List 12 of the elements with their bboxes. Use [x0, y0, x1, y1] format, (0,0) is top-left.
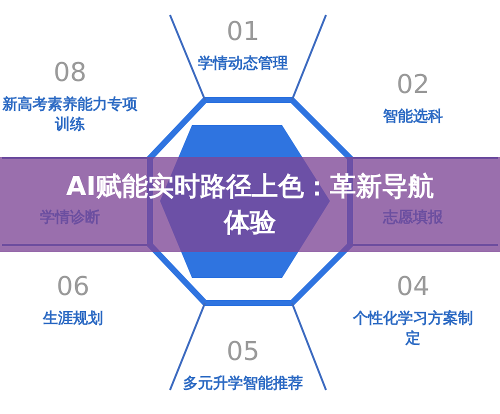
step-number: 06 [56, 272, 90, 302]
step-number: 04 [396, 272, 430, 302]
step-number: 01 [226, 17, 260, 47]
step-number: 02 [396, 70, 430, 100]
step-number: 05 [226, 337, 260, 367]
step-label: 生涯规划 [42, 308, 104, 328]
step-label: 智能选科 [382, 106, 444, 126]
step-label: 学情动态管理 [197, 53, 289, 73]
step-label: 新高考素养能力专项训练 [2, 94, 138, 134]
step-label: 多元升学智能推荐 [182, 373, 304, 393]
step-number: 08 [53, 58, 87, 88]
step-label: 个性化学习方案制定 [352, 308, 474, 348]
